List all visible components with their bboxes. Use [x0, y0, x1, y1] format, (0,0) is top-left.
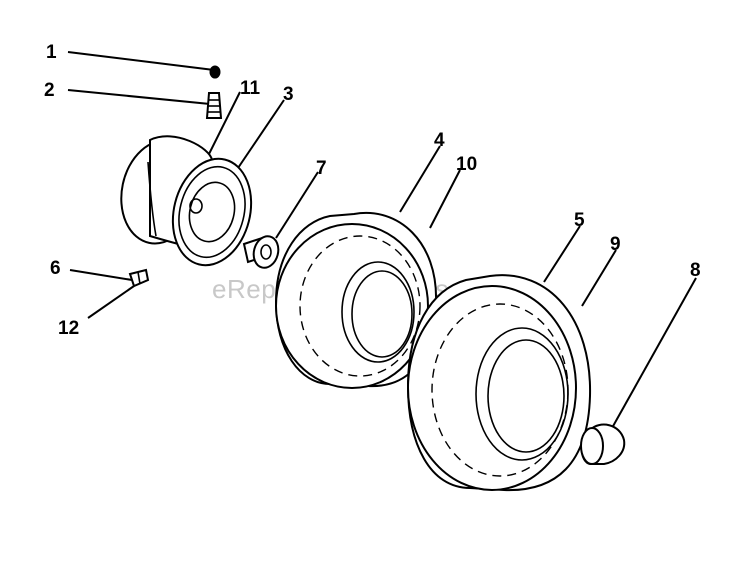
- callout-7: 7: [316, 158, 327, 179]
- callout-2: 2: [44, 80, 55, 101]
- bushing-part: [242, 235, 280, 269]
- leader-9: [581, 249, 617, 307]
- leader-4: [399, 145, 441, 213]
- callout-10: 10: [456, 154, 477, 175]
- leader-10: [429, 169, 461, 229]
- leader-1: [67, 51, 215, 71]
- grease-fitting-part: [128, 268, 150, 288]
- hub-cap-part: [580, 423, 626, 465]
- callout-4: 4: [434, 130, 445, 151]
- callout-9: 9: [610, 234, 621, 255]
- leader-2: [67, 89, 211, 105]
- callout-3: 3: [283, 84, 294, 105]
- callout-labels: 1 2 3 4 5 6 7 8 9 10 11 12: [44, 42, 701, 339]
- valve-stem-part: [205, 92, 223, 119]
- valve-cap-part: [209, 65, 221, 79]
- callout-11: 11: [240, 78, 261, 99]
- callout-6: 6: [50, 258, 61, 279]
- leader-12: [87, 285, 135, 319]
- callout-8: 8: [690, 260, 701, 281]
- leader-8: [611, 277, 697, 429]
- leader-lines: [67, 51, 697, 429]
- rear-tire-part: [406, 274, 592, 492]
- leader-6: [69, 269, 133, 281]
- leader-7: [275, 171, 319, 239]
- front-tire-part: [274, 211, 438, 389]
- wheel-rim-part: [120, 135, 253, 267]
- callout-5: 5: [574, 210, 585, 231]
- callout-12: 12: [58, 318, 79, 339]
- leader-5: [543, 225, 581, 283]
- callout-1: 1: [46, 42, 57, 63]
- leader-3: [237, 99, 285, 169]
